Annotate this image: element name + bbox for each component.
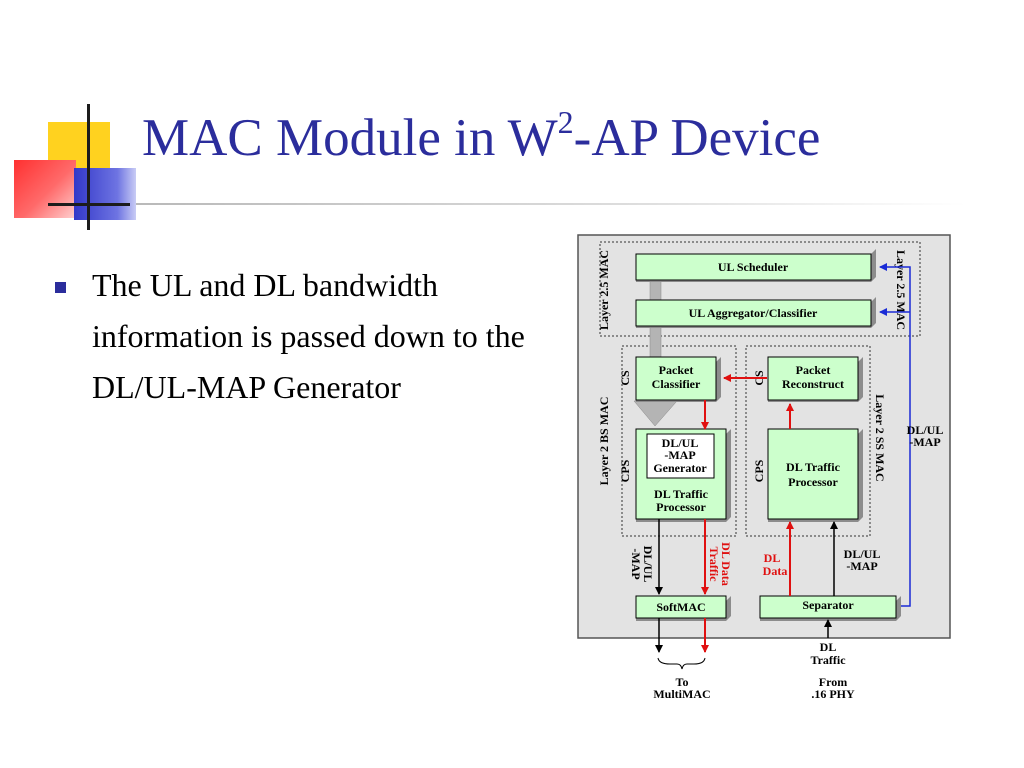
ul-scheduler-label: UL Scheduler bbox=[718, 260, 789, 274]
layer2bs-label: Layer 2 BS MAC bbox=[597, 397, 611, 486]
packet-classifier-line1: Packet bbox=[659, 363, 694, 377]
packet-reconstruct-line2: Reconstruct bbox=[782, 377, 844, 391]
to-multimac-line2: MultiMAC bbox=[653, 687, 710, 701]
ul-aggregator-box: UL Aggregator/Classifier bbox=[635, 297, 876, 328]
layer2ss-region bbox=[745, 345, 871, 537]
packet-classifier-box: Packet Classifier bbox=[635, 356, 721, 402]
slide-title: MAC Module in W2-AP Device bbox=[142, 106, 821, 168]
to-multimac-brace bbox=[657, 657, 706, 670]
dlul-map-rotated-line2: -MAP bbox=[629, 548, 643, 579]
dl-traffic-processor-bs-line2: Processor bbox=[656, 500, 706, 514]
decorative-blue-block bbox=[74, 168, 136, 220]
dl-data-line1: DL bbox=[764, 551, 781, 565]
dl-traffic-processor-bs-line1: DL Traffic bbox=[654, 487, 709, 501]
layer25-right-label: Layer 2.5 MAC bbox=[894, 250, 908, 330]
dl-traffic-processor-ss-line1: DL Traffic bbox=[786, 460, 841, 474]
dl-data-line2: Data bbox=[763, 564, 788, 578]
layer25-left-label: Layer 2.5 MAC bbox=[597, 250, 611, 330]
packet-classifier-line2: Classifier bbox=[652, 377, 701, 391]
bullet-marker bbox=[55, 282, 66, 293]
separator-label: Separator bbox=[802, 598, 854, 612]
slide-title-main: MAC Module in W bbox=[142, 109, 558, 167]
blue-feedback-line bbox=[879, 263, 911, 607]
bullet-text: The UL and DL bandwidth information is p… bbox=[92, 267, 525, 405]
dlul-map-generator-line3: Generator bbox=[653, 461, 707, 475]
cs-left-label: CS bbox=[618, 370, 632, 386]
slide-title-superscript: 2 bbox=[557, 104, 574, 140]
to-multimac-line1: To bbox=[676, 675, 689, 689]
bs-cps-box: DL/UL -MAP Generator DL Traffic Processo… bbox=[635, 428, 731, 522]
decorative-horizontal-line bbox=[48, 203, 130, 206]
cps-right-label: CPS bbox=[752, 459, 766, 482]
dlul-map-mid-line1: DL/UL bbox=[844, 547, 881, 561]
layer2ss-label: Layer 2 SS MAC bbox=[873, 394, 887, 481]
dlul-map-generator-line1: DL/UL bbox=[662, 436, 699, 450]
title-underline bbox=[136, 203, 966, 205]
dlul-map-generator-box bbox=[646, 433, 715, 479]
ss-cps-box: DL Traffic Processor bbox=[767, 428, 863, 522]
mac-module-diagram: UL Scheduler UL Aggregator/Classifier Pa… bbox=[577, 234, 951, 701]
layer2bs-region bbox=[621, 345, 737, 537]
decorative-red-block bbox=[14, 160, 76, 218]
dl-traffic-processor-ss-line2: Processor bbox=[788, 475, 838, 489]
cps-left-label: CPS bbox=[618, 459, 632, 482]
layer25-region bbox=[599, 241, 921, 337]
dl-data-traffic-rotated-line1: DL Data bbox=[719, 542, 733, 586]
softmac-label: SoftMAC bbox=[656, 600, 705, 614]
ul-scheduler-box: UL Scheduler bbox=[635, 249, 876, 282]
decorative-vertical-line bbox=[87, 104, 90, 230]
dlul-map-right-line1: DL/UL bbox=[907, 423, 944, 437]
slide-title-end: -AP Device bbox=[573, 109, 821, 167]
packet-reconstruct-box: Packet Reconstruct bbox=[767, 356, 863, 402]
from-phy-line2: .16 PHY bbox=[811, 687, 855, 701]
dl-data-traffic-rotated-line2: Traffic bbox=[707, 546, 721, 582]
softmac-box: SoftMAC bbox=[635, 595, 731, 621]
packet-reconstruct-line1: Packet bbox=[796, 363, 831, 377]
dlul-map-right-line2: -MAP bbox=[909, 435, 940, 449]
dlul-map-generator-line2: -MAP bbox=[664, 448, 695, 462]
ul-aggregator-label: UL Aggregator/Classifier bbox=[689, 306, 818, 320]
dlul-map-mid-line2: -MAP bbox=[846, 559, 877, 573]
dl-traffic-bottom-line1: DL bbox=[820, 640, 837, 654]
from-phy-line1: From bbox=[819, 675, 847, 689]
dlul-map-rotated-line1: DL/UL bbox=[641, 546, 655, 583]
separator-box: Separator bbox=[759, 595, 901, 621]
dl-traffic-bottom-line2: Traffic bbox=[810, 653, 846, 667]
